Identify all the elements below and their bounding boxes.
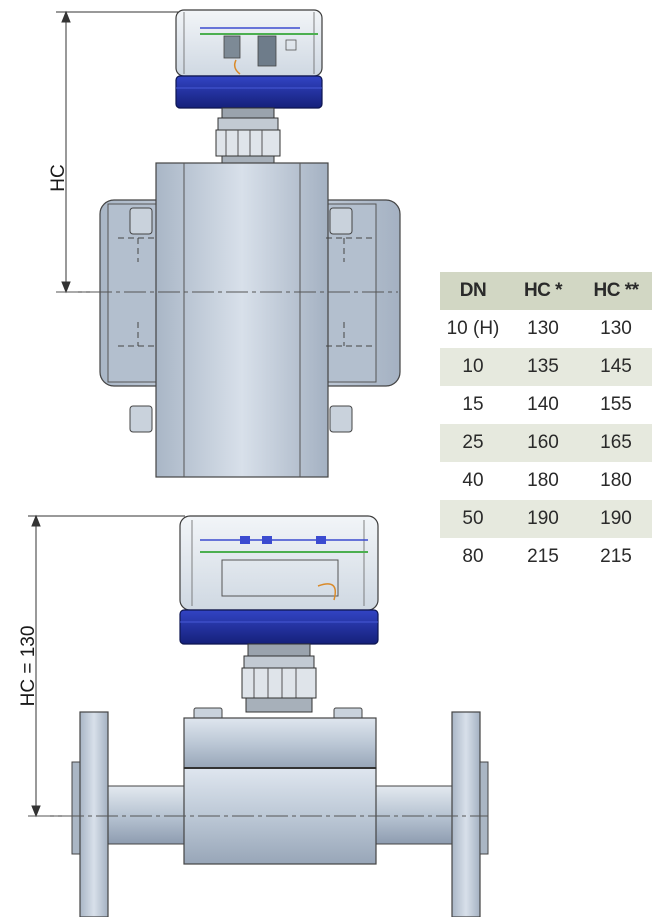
flange-right	[451, 711, 489, 917]
dimension-table: DN HC * HC ** 10 (H) 130 130 10 135 145 …	[440, 272, 652, 576]
top-meter: HC	[48, 9, 401, 478]
flange-left	[71, 711, 109, 917]
cable-gland-top	[215, 107, 281, 165]
transmitter-housing-top	[175, 9, 323, 109]
cell-dn: 10	[462, 356, 484, 377]
cable-gland-bottom	[241, 643, 317, 713]
cell-dn: 15	[462, 394, 484, 415]
table-row: 10 135 145	[440, 348, 652, 386]
cell-hc: 130	[527, 318, 559, 339]
cell-hc: 180	[527, 470, 559, 491]
cell-hc2: 180	[600, 470, 632, 491]
hc-bottom-label: HC = 130	[18, 626, 39, 707]
table-row: 10 (H) 130 130	[440, 310, 652, 348]
meter-body-top	[56, 162, 401, 478]
pipe-left	[103, 785, 185, 845]
cell-hc: 215	[527, 546, 559, 567]
table-row: 80 215 215	[440, 538, 652, 576]
cell-hc2: 190	[600, 508, 632, 529]
hc-top-label: HC	[48, 164, 69, 191]
bottom-meter: HC = 130	[18, 514, 489, 917]
cell-dn: 10 (H)	[446, 318, 500, 339]
header-dn: DN	[459, 280, 487, 301]
cell-dn: 50	[462, 508, 484, 529]
pipe-right	[375, 785, 457, 845]
cell-hc2: 145	[600, 356, 632, 377]
cell-dn: 40	[462, 470, 484, 491]
table-row: 50 190 190	[440, 500, 652, 538]
cell-hc2: 165	[600, 432, 632, 453]
cell-hc: 190	[527, 508, 559, 529]
cell-hc: 135	[527, 356, 559, 377]
cell-hc2: 130	[600, 318, 632, 339]
cell-hc2: 155	[600, 394, 632, 415]
cell-hc2: 215	[600, 546, 632, 567]
transmitter-housing-bottom	[179, 515, 379, 645]
cell-hc: 160	[527, 432, 559, 453]
table-row: 15 140 155	[440, 386, 652, 424]
cell-hc: 140	[527, 394, 559, 415]
header-hc-double-star: HC **	[593, 280, 639, 301]
header-hc-star: HC *	[523, 280, 563, 301]
meter-body-bottom	[183, 717, 377, 865]
table-row: 25 160 165	[440, 424, 652, 462]
cell-dn: 25	[462, 432, 484, 453]
table-row: 40 180 180	[440, 462, 652, 500]
cell-dn: 80	[462, 546, 484, 567]
table-header-row: DN HC * HC **	[440, 272, 652, 310]
